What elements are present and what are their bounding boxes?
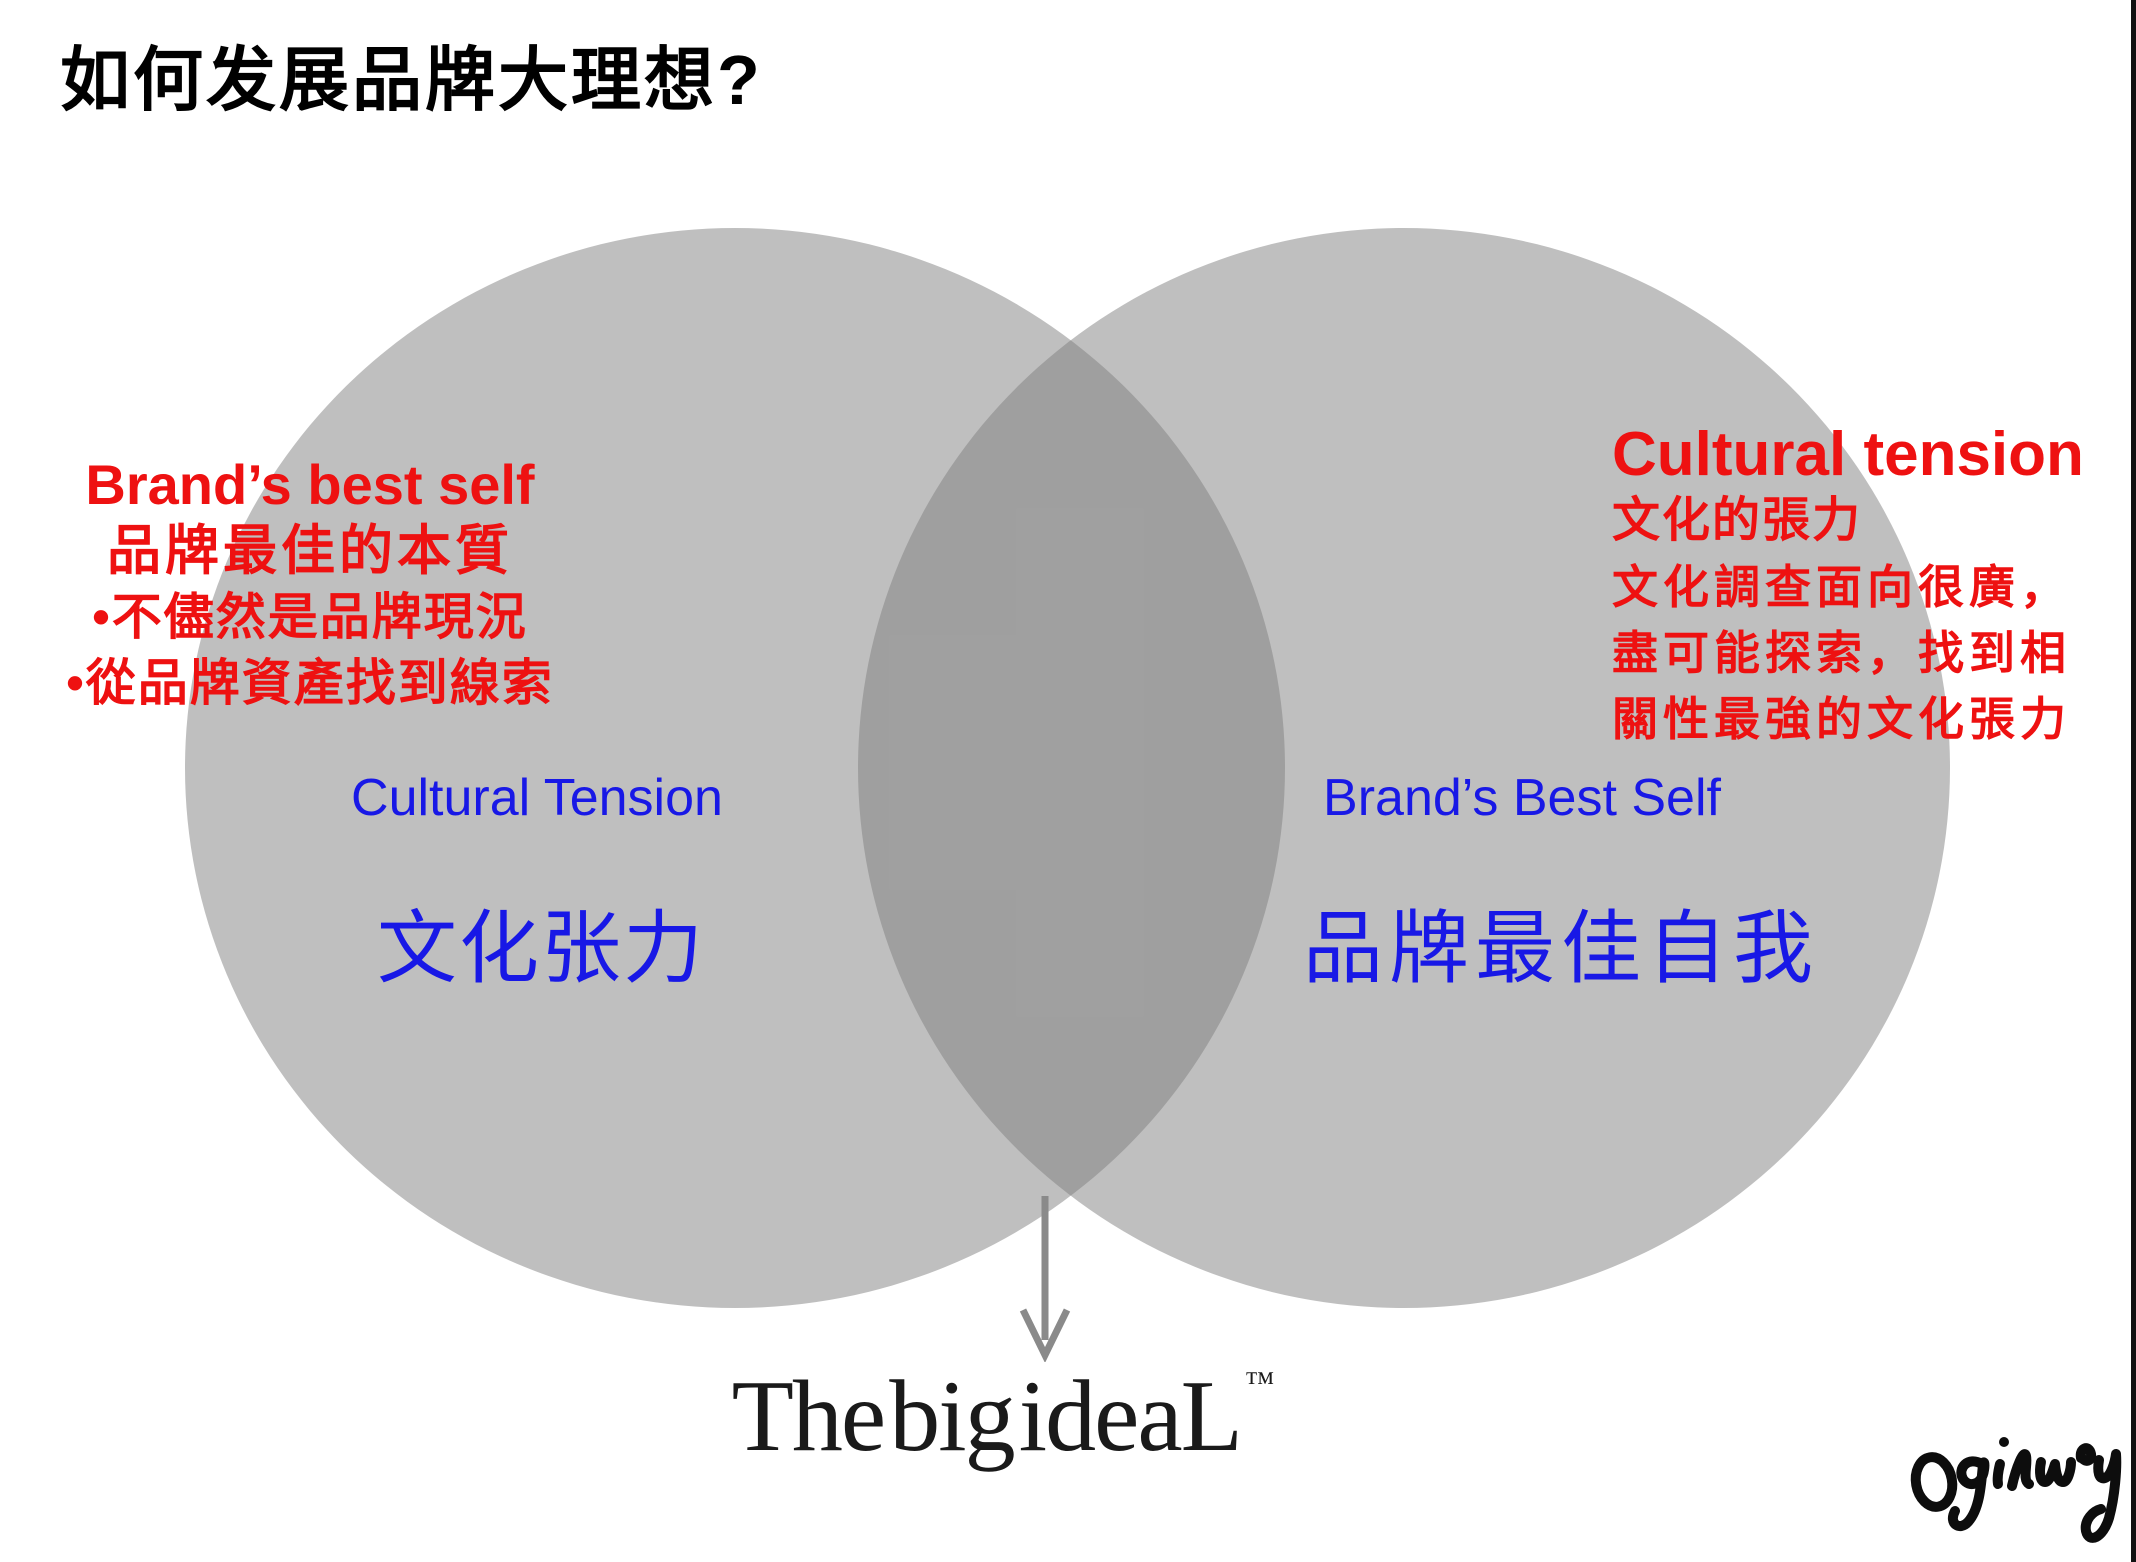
big-ideal-logo-text: The big ideaL [731,1360,1243,1473]
venn-right-label-en: Brand’s Best Self [1323,769,1721,827]
right-annotation-line: 文化調查面向很廣， [1612,561,2071,613]
right-annotation: Cultural tension 文化的張力 文化調查面向很廣， 盡可能探索，找… [1612,422,2112,752]
left-annotation-line: Brand’s best self [85,453,535,516]
page-title: 如何发展品牌大理想? [60,41,763,119]
venn-circle-brands-best-self [858,228,1950,1308]
left-annotation-line: •從品牌資產找到線索 [66,655,554,711]
venn-right-label-cn: 品牌最佳自我 [1303,904,1819,993]
venn-left-label-cn: 文化张力 [377,904,705,993]
left-annotation: Brand’s best self 品牌最佳的本質 •不儘然是品牌現況 •從品牌… [20,452,600,716]
down-arrow-icon [1019,1196,1071,1362]
right-annotation-line: 文化的張力 [1612,494,1863,547]
slide-right-border [2131,0,2136,1562]
right-annotation-line: 盡可能探索，找到相 [1612,627,2071,679]
right-annotation-line: 關性最強的文化張力 [1612,693,2071,745]
venn-left-label-en: Cultural Tension [351,769,723,827]
left-annotation-line: 品牌最佳的本質 [107,521,513,581]
left-annotation-line: •不儘然是品牌現況 [92,589,528,645]
ogilvy-signature-icon [1910,1437,2122,1543]
right-annotation-line: Cultural tension [1612,420,2084,489]
trademark-symbol: ™ [1244,1366,1275,1399]
